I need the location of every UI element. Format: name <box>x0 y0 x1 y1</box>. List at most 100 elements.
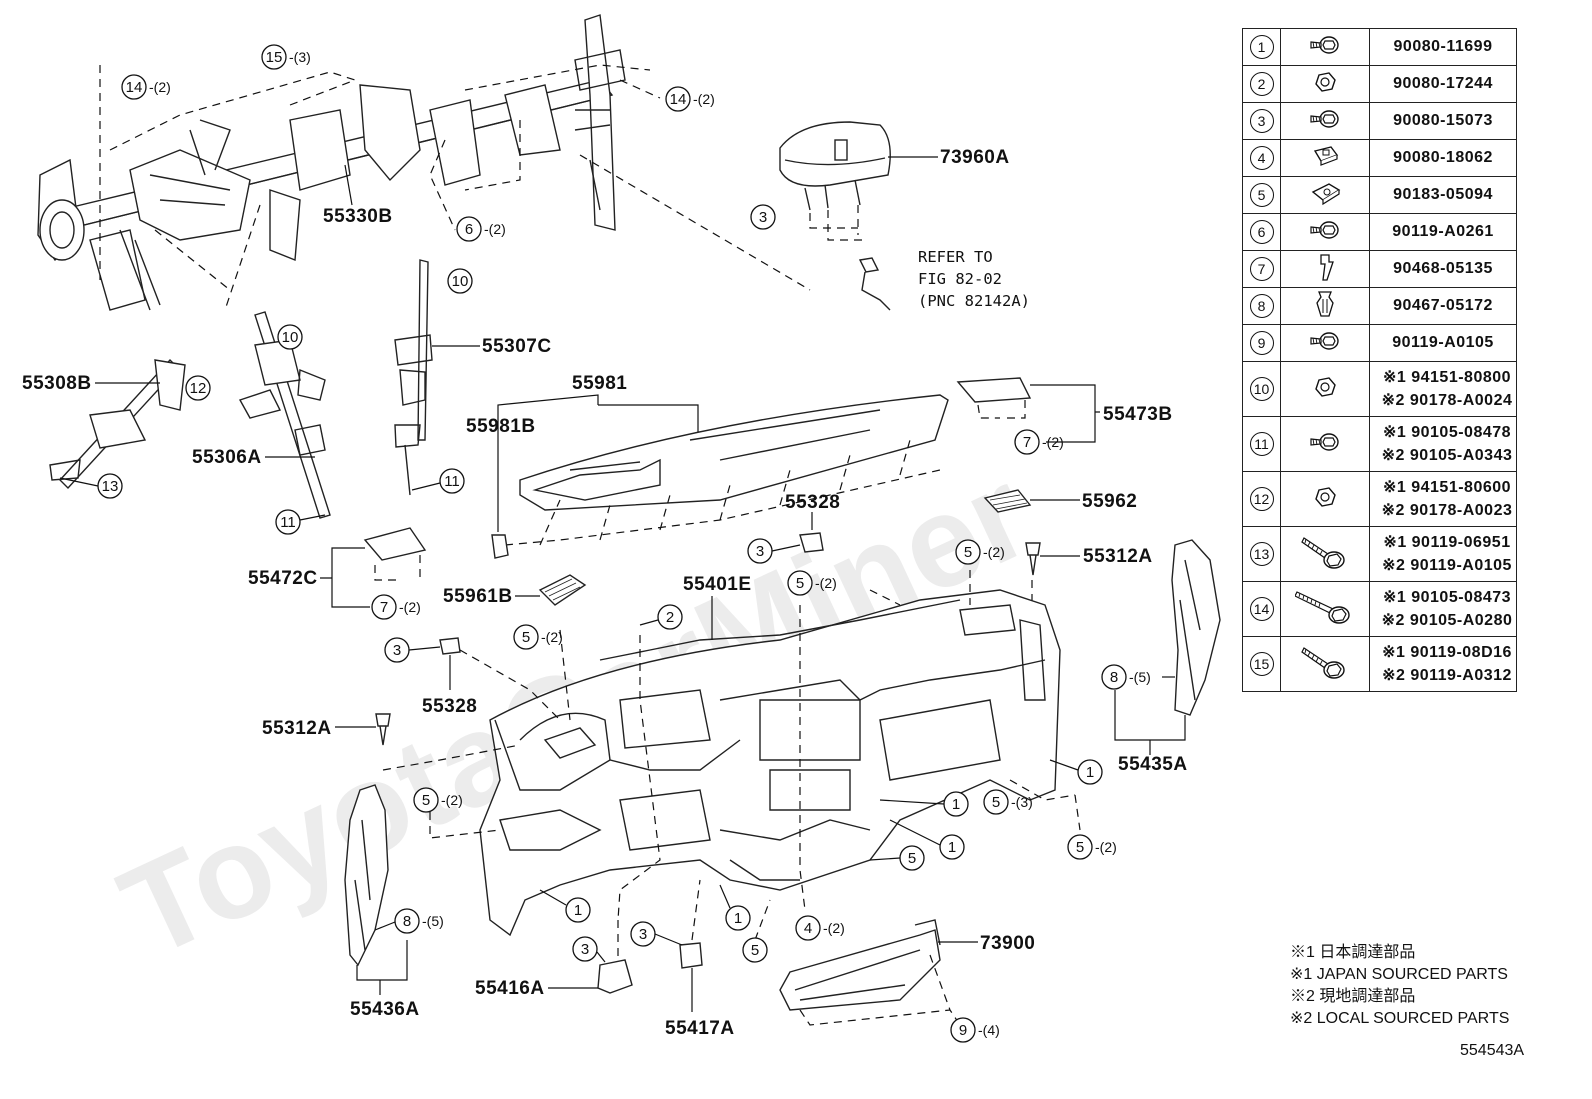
callout-13: 13 <box>97 473 123 499</box>
fastener-number-cell: 14 <box>1242 581 1281 637</box>
label-73900: 73900 <box>980 933 1035 954</box>
sourcing-notes: ※1 日本調達部品 ※1 JAPAN SOURCED PARTS ※2 現地調達… <box>1290 942 1509 1030</box>
fastener-part-number: 90119-A0261 <box>1392 223 1494 240</box>
fastener-part-number: 90467-05172 <box>1393 297 1493 314</box>
bolt-flange-icon <box>1305 104 1345 139</box>
fastener-icon-cell <box>1280 361 1370 417</box>
clip-55312a-left <box>375 713 391 746</box>
fastener-icon-cell <box>1280 471 1370 527</box>
fastener-part-number-cell: 90080-11699 <box>1369 28 1517 66</box>
callout-5-e: 5 -(3) <box>983 789 1033 815</box>
callout-5-d: 5 -(2) <box>413 787 463 813</box>
side-panel-55436a <box>344 784 389 967</box>
note-line: ※1 JAPAN SOURCED PARTS <box>1290 966 1508 983</box>
callout-5-a: 5 -(2) <box>955 539 1005 565</box>
fastener-part-number-cell: ※1 90105-08478※2 90105-A0343 <box>1369 416 1517 472</box>
refer-line3: (PNC 82142A) <box>918 292 1030 310</box>
fastener-number: 5 <box>1249 183 1274 207</box>
clip-55981b <box>491 534 509 559</box>
fastener-icon-cell <box>1280 324 1370 362</box>
svg-text:-(2): -(2) <box>1042 434 1064 450</box>
instrument-panel-reinforcement <box>37 14 626 311</box>
fastener-number-cell: 9 <box>1242 324 1281 362</box>
svg-text:10: 10 <box>282 329 299 346</box>
svg-text:9: 9 <box>959 1022 967 1039</box>
callout-9: 9 -(4) <box>950 1017 1000 1043</box>
diagram-code: 554543A <box>1460 1042 1525 1059</box>
fastener-number: 1 <box>1249 35 1274 59</box>
svg-text:3: 3 <box>639 926 647 943</box>
bracket-55307c <box>394 259 433 496</box>
fastener-number: 9 <box>1249 331 1274 355</box>
nut-icon <box>1305 482 1345 517</box>
fastener-number: 15 <box>1249 652 1274 676</box>
label-55306a: 55306A <box>192 447 262 468</box>
fastener-row: 13※1 90119-06951※2 90119-A0105 <box>1242 526 1517 582</box>
note-line: ※2 LOCAL SOURCED PARTS <box>1290 1010 1510 1027</box>
svg-text:5: 5 <box>422 792 430 809</box>
nut-icon <box>1305 372 1345 407</box>
label-55981b: 55981B <box>466 416 536 437</box>
svg-text:1: 1 <box>952 796 960 813</box>
bolt-long-icon <box>1300 642 1350 687</box>
fastener-number-cell: 4 <box>1242 139 1281 177</box>
fastener-number: 11 <box>1249 432 1274 456</box>
fastener-icon-cell <box>1280 416 1370 472</box>
refer-line2: FIG 82-02 <box>918 270 1002 288</box>
fastener-part-number: ※2 90105-A0280 <box>1381 612 1513 629</box>
svg-text:5: 5 <box>796 575 804 592</box>
fastener-number-cell: 15 <box>1242 636 1281 692</box>
svg-text:-(2): -(2) <box>149 79 171 95</box>
fastener-part-number: ※1 94151-80800 <box>1382 369 1512 386</box>
svg-text:3: 3 <box>756 543 764 560</box>
svg-text:10: 10 <box>452 273 469 290</box>
svg-text:4: 4 <box>804 920 812 937</box>
callout-4: 4 -(2) <box>795 915 845 941</box>
svg-text:-(2): -(2) <box>1095 839 1117 855</box>
bolt-flange-icon <box>1305 215 1345 250</box>
fastener-number-cell: 13 <box>1242 526 1281 582</box>
fastener-part-number: ※2 90119-A0312 <box>1382 667 1512 684</box>
callout-1-d: 1 <box>565 897 591 923</box>
fastener-part-number: ※2 90105-A0343 <box>1381 447 1513 464</box>
label-55308b: 55308B <box>22 373 92 394</box>
clip-push-icon <box>1305 289 1345 324</box>
label-55436a: 55436A <box>350 999 420 1020</box>
svg-text:5: 5 <box>908 850 916 867</box>
callout-14-left: 14 -(2) <box>121 74 171 100</box>
label-73960a: 73960A <box>940 147 1010 168</box>
callout-1-a: 1 <box>1077 759 1103 785</box>
svg-text:8: 8 <box>403 913 411 930</box>
svg-text:-(5): -(5) <box>1129 669 1151 685</box>
label-55330b: 55330B <box>323 206 393 227</box>
fastener-number-cell: 5 <box>1242 176 1281 214</box>
callout-11-b: 11 <box>275 509 301 535</box>
fastener-part-number-cell: ※1 90105-08473※2 90105-A0280 <box>1369 581 1517 637</box>
label-55312a-left: 55312A <box>262 718 332 739</box>
fastener-part-number: 90080-17244 <box>1393 75 1493 92</box>
bracket-55306a <box>238 311 331 519</box>
svg-text:-(2): -(2) <box>815 575 837 591</box>
fastener-part-number: 90119-A0105 <box>1392 334 1494 351</box>
svg-text:-(2): -(2) <box>983 544 1005 560</box>
svg-text:1: 1 <box>948 839 956 856</box>
fastener-part-number: ※2 90178-A0024 <box>1381 392 1513 409</box>
glove-box-73900 <box>779 919 941 1011</box>
svg-text:5: 5 <box>522 629 530 646</box>
fastener-part-number: ※1 94151-80600 <box>1382 479 1512 496</box>
callout-5-g: 5 <box>899 845 925 871</box>
fastener-number-cell: 2 <box>1242 65 1281 103</box>
svg-text:-(2): -(2) <box>541 629 563 645</box>
label-55417a: 55417A <box>665 1018 735 1039</box>
svg-text:3: 3 <box>393 642 401 659</box>
fastener-row: 15※1 90119-08D16※2 90119-A0312 <box>1242 636 1517 692</box>
callout-5-c: 5 -(2) <box>513 624 563 650</box>
callout-12: 12 <box>185 375 211 401</box>
fastener-number-cell: 11 <box>1242 416 1281 472</box>
fastener-part-number-cell: 90119-A0261 <box>1369 213 1517 251</box>
callout-3-d: 3 <box>630 921 656 947</box>
